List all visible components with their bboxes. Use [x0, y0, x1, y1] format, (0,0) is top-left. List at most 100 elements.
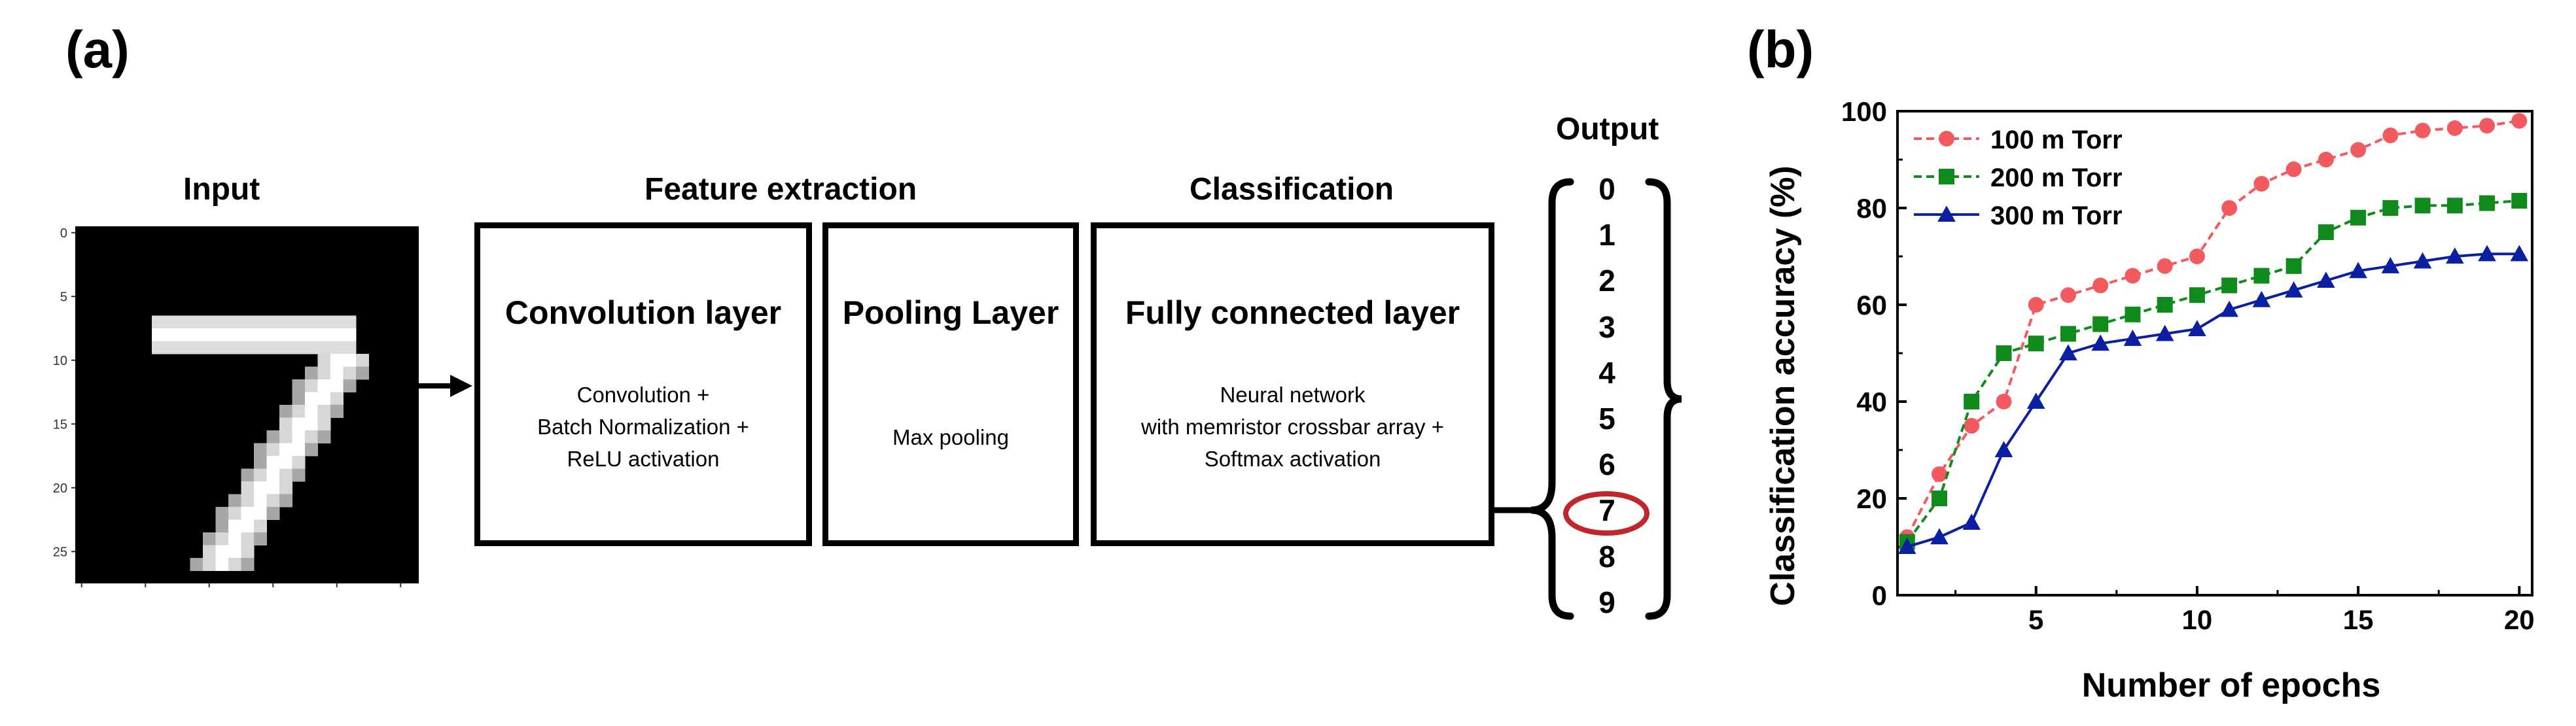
legend-label: 100 m Torr — [1990, 126, 2123, 154]
output-digit-7: 7 — [1598, 493, 1615, 528]
series-2 — [1899, 192, 2528, 550]
data-point — [1932, 466, 1948, 482]
input-pixel — [343, 354, 357, 367]
data-point — [2511, 112, 2528, 129]
input-pixel — [317, 392, 331, 406]
input-pixel — [330, 354, 344, 367]
input-pixel — [203, 545, 216, 559]
input-pixel — [266, 507, 280, 520]
highlighted-output-ellipse — [1563, 491, 1650, 536]
output-title: Output — [1556, 112, 1659, 147]
data-point — [2060, 287, 2076, 303]
output-digit-2: 2 — [1598, 264, 1615, 298]
panel-b-label: (b) — [1747, 20, 1814, 78]
data-point — [2350, 142, 2367, 158]
input-pixel — [215, 558, 229, 571]
input-pixel — [228, 545, 241, 559]
input-pixel — [254, 468, 267, 482]
input-pixel — [215, 315, 229, 329]
output-digit-8: 8 — [1598, 539, 1615, 574]
data-point — [1932, 491, 1948, 506]
data-point — [2318, 152, 2334, 167]
input-pixel — [305, 379, 318, 392]
input-pixel — [241, 328, 255, 341]
input-pixel — [279, 456, 292, 469]
input-pixel — [152, 341, 165, 354]
data-point — [2317, 271, 2335, 288]
input-pixel — [317, 328, 331, 341]
pooling-desc-line-1: Max pooling — [892, 425, 1009, 449]
input-pixel — [228, 507, 241, 520]
input-pixel — [317, 405, 331, 418]
input-y-tick-label: 20 — [53, 481, 67, 496]
input-pixel — [254, 532, 267, 545]
data-point — [2284, 281, 2303, 298]
input-pixel — [266, 430, 280, 443]
data-point — [2060, 326, 2076, 342]
input-pixel — [254, 328, 267, 341]
input-pixel — [356, 354, 369, 367]
data-point — [2252, 290, 2271, 307]
input-pixel — [254, 494, 267, 508]
input-pixel — [266, 315, 280, 329]
data-point — [2028, 297, 2044, 313]
input-pixel — [152, 315, 165, 329]
data-point — [2189, 249, 2205, 264]
input-y-tick-label: 0 — [60, 226, 67, 241]
input-pixel — [266, 456, 280, 469]
input-pixel — [215, 507, 229, 520]
x-tick-label: 15 — [2343, 604, 2374, 635]
chart-legend: 100 m Torr 200 m Torr 300 m Torr — [1914, 126, 2123, 230]
fully-connected-layer-desc: Neural network with memristor crossbar a… — [1097, 379, 1489, 475]
legend-label: 300 m Torr — [1990, 201, 2123, 230]
input-pixel — [228, 328, 241, 341]
chart-series — [1897, 112, 2529, 555]
data-point — [2026, 392, 2045, 409]
input-pixel — [343, 379, 357, 392]
input-pixel — [215, 519, 229, 533]
data-point — [2511, 192, 2528, 209]
input-pixel — [343, 341, 357, 354]
output-digit-1: 1 — [1598, 218, 1615, 252]
input-pixel — [292, 443, 306, 457]
data-point — [2253, 176, 2270, 192]
output-digit-9: 9 — [1598, 585, 1615, 619]
fc-desc-line-1: Neural network — [1220, 383, 1366, 407]
input-pixel — [215, 328, 229, 341]
series-3 — [1897, 245, 2529, 555]
pooling-layer-box: Pooling Layer Max pooling — [822, 222, 1079, 546]
input-pixel — [330, 315, 344, 329]
input-pixel — [241, 494, 255, 508]
x-tick-label: 5 — [2028, 604, 2043, 635]
input-pixel — [292, 392, 306, 406]
input-pixel — [317, 366, 331, 380]
y-axis-label: Classification accuracy (%) — [1764, 165, 1802, 606]
data-point — [1897, 538, 1916, 555]
input-title: Input — [183, 172, 260, 207]
series-line — [1906, 199, 2520, 543]
output-digit-5: 5 — [1598, 402, 1615, 436]
data-point — [2349, 262, 2367, 279]
input-pixel — [190, 328, 203, 341]
legend-entry-3: 300 m Torr — [1914, 201, 2123, 230]
data-point — [2157, 258, 2173, 274]
data-point — [2382, 200, 2399, 216]
data-point — [1964, 418, 1980, 434]
input-pixel — [305, 366, 318, 380]
input-pixel — [254, 456, 267, 469]
x-tick-label: 10 — [2182, 604, 2213, 635]
input-pixel — [203, 341, 216, 354]
input-y-tick-label: 10 — [53, 354, 67, 368]
legend-label: 200 m Torr — [1990, 164, 2123, 192]
data-point — [2028, 336, 2044, 352]
input-pixel — [279, 315, 292, 329]
data-point — [2092, 316, 2109, 332]
input-pixel — [241, 545, 255, 559]
input-pixel — [228, 558, 241, 571]
input-pixel — [241, 315, 255, 329]
data-point — [2382, 128, 2399, 143]
input-pixel — [305, 315, 318, 329]
input-pixel — [215, 341, 229, 354]
y-tick-label: 100 — [1841, 96, 1887, 127]
